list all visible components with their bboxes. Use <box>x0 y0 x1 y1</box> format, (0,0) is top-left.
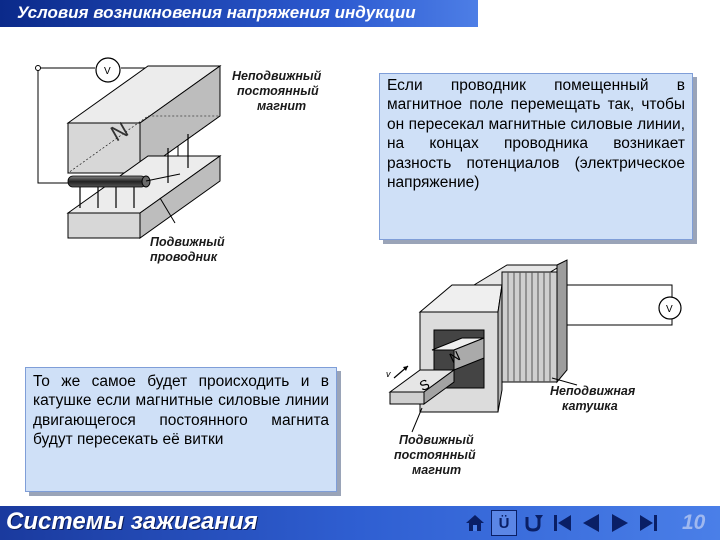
footer-bar: Системы зажигания Ü <box>0 506 720 540</box>
navigation-controls: Ü <box>462 510 662 536</box>
explanation-conductor: Если проводник помещенный в магнитное по… <box>379 73 693 240</box>
magnet-upper-block: N <box>66 65 222 174</box>
label-stationary-coil: Неподвижная катушка <box>550 384 639 413</box>
voltmeter-label-bottom: V <box>666 304 673 315</box>
motion-label: v <box>386 369 391 379</box>
label-stationary-magnet: Неподвижный постоянный магнит <box>232 69 325 113</box>
moving-magnet: N S v <box>386 337 485 405</box>
voltmeter-label-top: V <box>104 66 111 77</box>
voltmeter-top: V <box>95 57 121 83</box>
return-icon: Ü <box>498 514 510 532</box>
first-page-icon <box>554 515 571 531</box>
figure-conductor-in-magnet: V N Неподвижный постоянный магнит Подвиж… <box>35 57 325 264</box>
next-icon <box>612 514 628 532</box>
slide-title-bar: Условия возникновения напряжения индукци… <box>0 0 478 27</box>
nav-last-button[interactable] <box>636 510 662 536</box>
last-page-icon <box>640 515 657 531</box>
label-moving-magnet: Подвижный постоянный магнит <box>394 433 479 477</box>
page-number: 10 <box>682 511 706 534</box>
previous-icon <box>583 514 599 532</box>
nav-undo-button[interactable] <box>520 510 546 536</box>
footer-title: Системы зажигания <box>6 508 258 535</box>
nav-return-button[interactable]: Ü <box>491 510 517 536</box>
nav-next-button[interactable] <box>607 510 633 536</box>
voltmeter-bottom: V <box>658 296 682 320</box>
explanation-coil-text: То же самое будет происходить и в катушк… <box>33 373 329 449</box>
explanation-conductor-text: Если проводник помещенный в магнитное по… <box>387 77 685 192</box>
nav-home-button[interactable] <box>462 510 488 536</box>
explanation-coil: То же самое будет происходить и в катушк… <box>25 367 337 492</box>
nav-first-button[interactable] <box>549 510 575 536</box>
moving-conductor <box>67 173 181 224</box>
undo-icon <box>525 515 543 532</box>
nav-previous-button[interactable] <box>578 510 604 536</box>
home-icon <box>466 515 484 531</box>
figure-coil-with-magnet: V N S v Неподвижная катушка <box>386 259 682 477</box>
slide-title: Условия возникновения напряжения индукци… <box>17 3 416 22</box>
label-moving-conductor: Подвижный проводник <box>150 235 228 264</box>
